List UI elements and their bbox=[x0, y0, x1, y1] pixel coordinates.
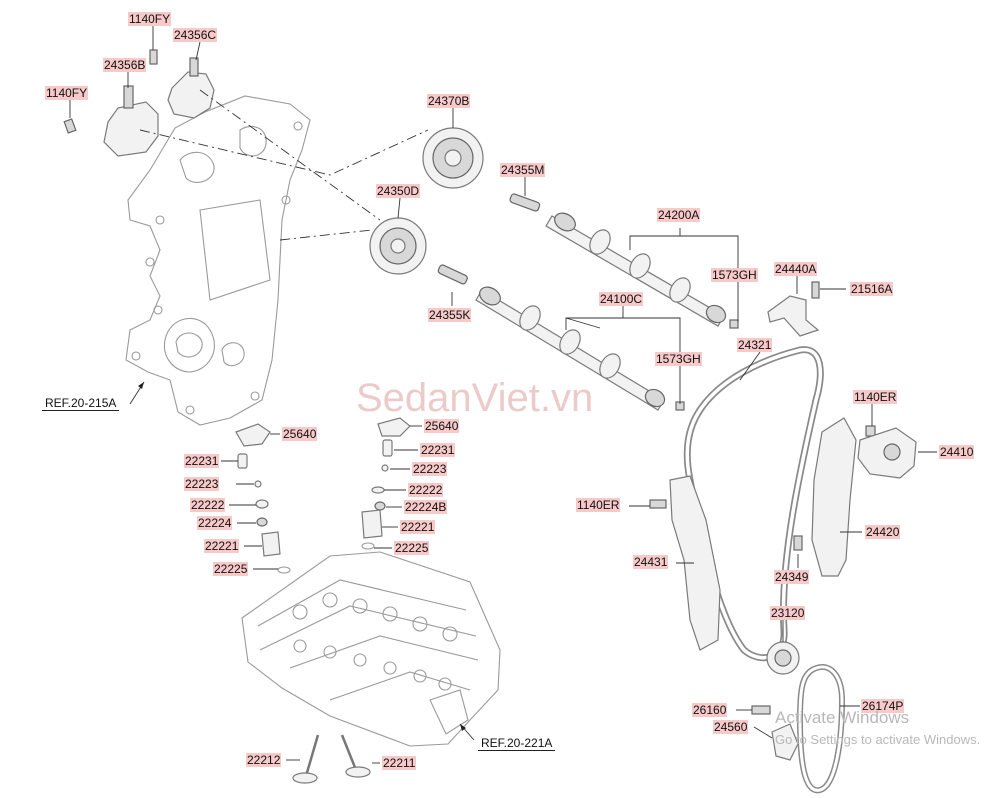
activate-windows-title: Activate Windows bbox=[775, 708, 910, 727]
part-label-22224b: 22224B bbox=[404, 500, 448, 514]
oil-control-valves bbox=[63, 49, 215, 157]
part-label-25640-left: 25640 bbox=[282, 427, 318, 441]
part-label-1140fy-left: 1140FY bbox=[45, 86, 89, 100]
part-label-22222-left: 22222 bbox=[190, 498, 226, 512]
crank-sprocket-and-pump-chain bbox=[766, 641, 846, 794]
part-label-1573gh-a: 1573GH bbox=[711, 268, 758, 282]
part-label-24356c: 24356C bbox=[173, 28, 218, 42]
part-label-22224: 22224 bbox=[197, 516, 233, 530]
reference-front-cover: REF.20-215A bbox=[42, 396, 120, 411]
part-label-21516a: 21516A bbox=[850, 282, 894, 296]
part-label-22222-right: 22222 bbox=[408, 483, 444, 497]
part-label-22211: 22211 bbox=[382, 756, 417, 770]
part-label-24370b: 24370B bbox=[427, 94, 471, 108]
part-label-25640-right: 25640 bbox=[424, 419, 460, 433]
part-label-24200a: 24200A bbox=[657, 208, 701, 222]
part-label-26160: 26160 bbox=[692, 703, 728, 717]
part-label-22212: 22212 bbox=[246, 753, 282, 767]
part-label-24356b: 24356B bbox=[103, 58, 147, 72]
part-label-1140er-b: 1140ER bbox=[576, 498, 621, 512]
cam-sprockets bbox=[369, 127, 484, 275]
chain-guides bbox=[669, 417, 917, 651]
part-label-22225-right: 22225 bbox=[394, 541, 430, 555]
part-label-23120: 23120 bbox=[770, 606, 806, 620]
activate-windows-subtitle: Go to Settings to activate Windows. bbox=[775, 732, 981, 747]
part-label-24560: 24560 bbox=[713, 720, 749, 734]
part-label-1573gh-b: 1573GH bbox=[655, 352, 702, 366]
part-label-1140er-a: 1140ER bbox=[853, 390, 898, 404]
part-label-22221-right: 22221 bbox=[400, 520, 436, 534]
part-label-24355m: 24355M bbox=[500, 163, 546, 177]
part-label-24321: 24321 bbox=[737, 338, 773, 352]
part-label-24100c: 24100C bbox=[599, 292, 644, 306]
bracket-drawing bbox=[767, 295, 820, 337]
part-label-24349: 24349 bbox=[774, 570, 810, 584]
site-watermark: SedanViet.vn bbox=[356, 376, 594, 420]
part-label-24440a: 24440A bbox=[774, 262, 818, 276]
reference-cylinder-head: REF.20-221A bbox=[478, 736, 556, 751]
cylinder-head-drawing bbox=[241, 551, 501, 747]
part-label-22231-right: 22231 bbox=[420, 443, 456, 457]
part-label-22225-left: 22225 bbox=[213, 562, 249, 576]
valve-train bbox=[235, 417, 411, 784]
timing-cover-drawing bbox=[125, 95, 311, 426]
part-label-22221-left: 22221 bbox=[204, 539, 240, 553]
part-label-22223-left: 22223 bbox=[184, 477, 220, 491]
part-label-24350d: 24350D bbox=[376, 184, 421, 198]
part-label-24410: 24410 bbox=[939, 445, 975, 459]
part-label-24355k: 24355K bbox=[428, 308, 472, 322]
bolts bbox=[437, 193, 876, 715]
part-label-26174p: 26174P bbox=[861, 699, 905, 713]
part-label-24431: 24431 bbox=[633, 555, 669, 569]
part-label-22223-right: 22223 bbox=[412, 462, 448, 476]
part-label-24420: 24420 bbox=[865, 525, 901, 539]
part-label-1140fy-top: 1140FY bbox=[128, 12, 172, 26]
camshafts bbox=[475, 212, 739, 411]
part-label-22231-left: 22231 bbox=[184, 454, 220, 468]
